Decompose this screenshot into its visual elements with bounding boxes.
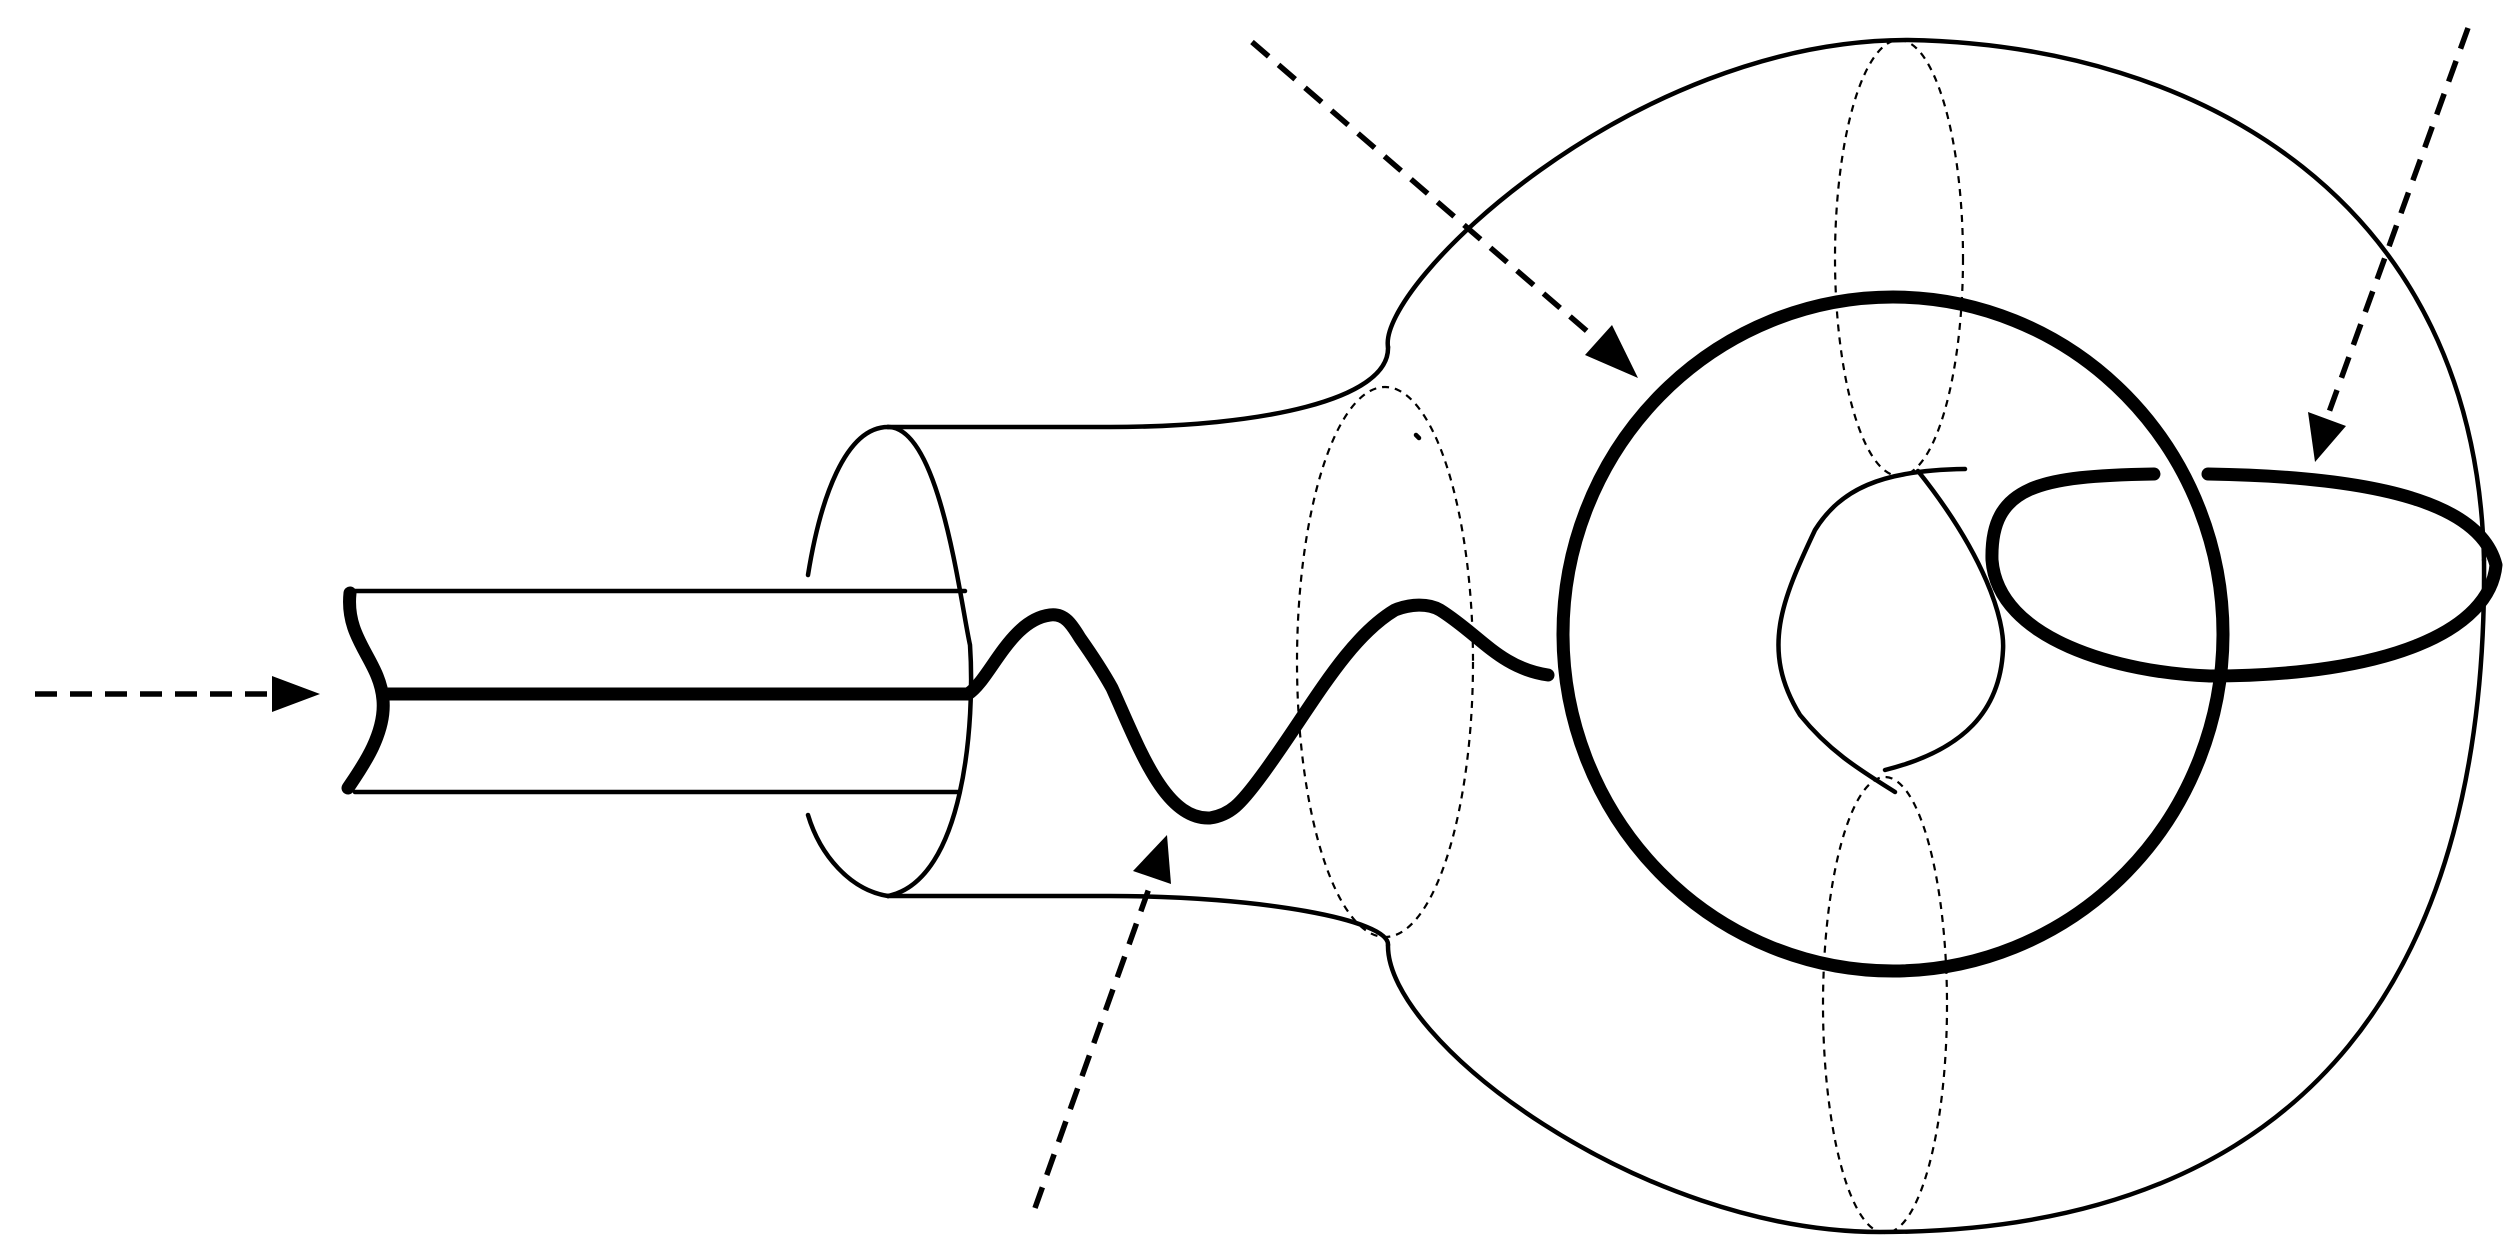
outer-body [1385, 37, 2487, 1235]
left-strip-wavy-end [341, 586, 390, 795]
hole-lower-hidden-cross-section [1821, 775, 1949, 1235]
thick-loop-right-part [2201, 467, 2503, 683]
bottom-diagonal-arrow-head [1133, 835, 1171, 884]
hole-right-arc [1882, 468, 2006, 773]
neck-small-mark [1413, 432, 1422, 441]
neck-hidden-cross-section [1295, 385, 1475, 939]
thick-curve [378, 290, 2503, 978]
outer-body-bottom-contour [1385, 557, 2487, 1235]
thick-loop-left-part [1985, 467, 2217, 683]
neck-tube [885, 344, 1475, 948]
thick-wavy-segment [961, 598, 1555, 825]
pointer-arrows [35, 27, 2471, 1209]
neck-bottom-edge [885, 893, 1391, 948]
top-diagonal-arrow-head [1585, 325, 1638, 378]
left-horizontal-arrow-head [272, 676, 320, 712]
hole-upper-left-arc [1776, 466, 1968, 795]
hole-upper-hidden-cross-section [1833, 38, 1965, 478]
bottom-diagonal-arrow-line [1032, 879, 1155, 1209]
left-cylinder-back-rim-top [805, 424, 891, 578]
thick-large-ring [1556, 290, 2230, 978]
left-cylinder [805, 424, 974, 899]
top-diagonal-arrow-line [1250, 39, 1597, 341]
outer-body-top-contour [1385, 37, 2487, 563]
neck-top-edge [885, 344, 1391, 430]
left-cylinder-back-rim-bottom [805, 812, 891, 899]
top-right-arrow-head [2308, 412, 2346, 462]
body-hole [1776, 38, 2006, 1235]
left-cylinder-front-rim [885, 424, 974, 899]
